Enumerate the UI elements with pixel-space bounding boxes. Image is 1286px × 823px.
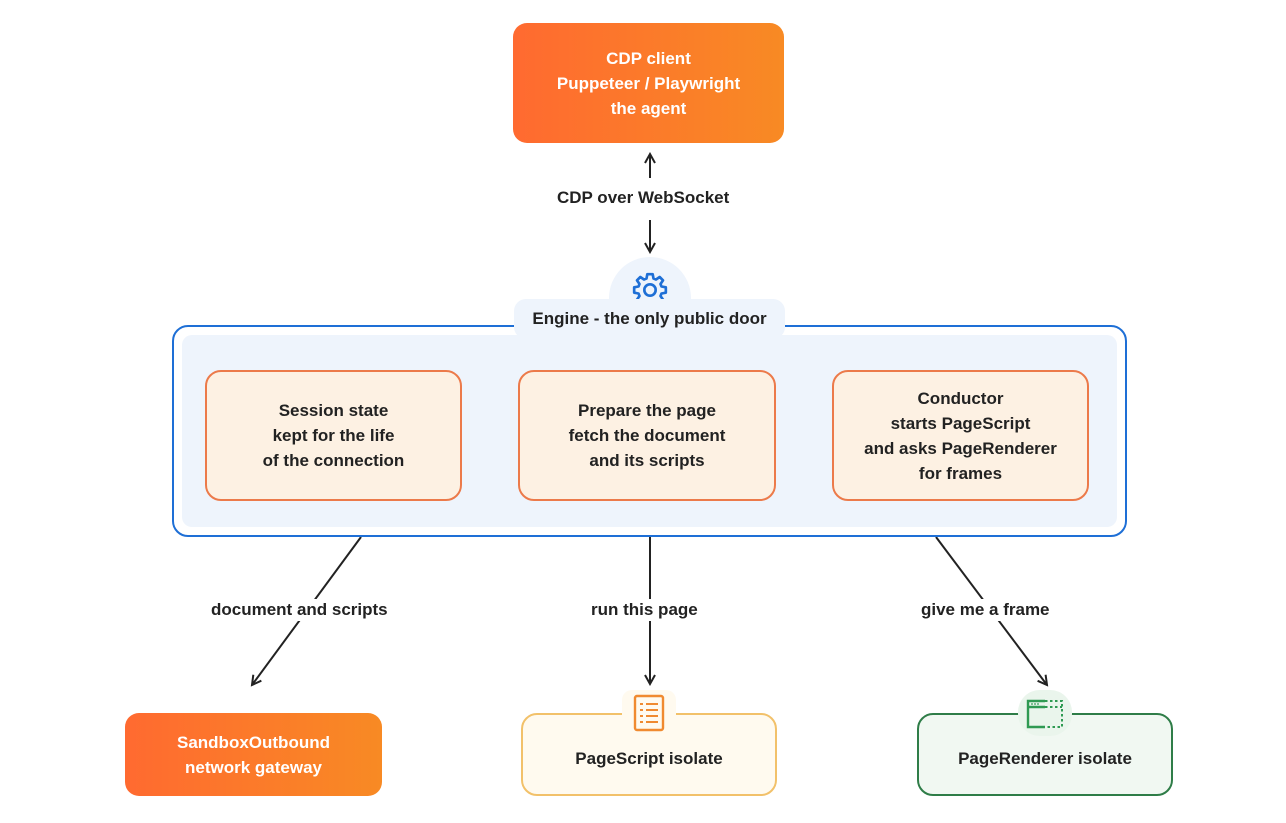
sandbox-outbound-node: SandboxOutbound network gateway	[125, 713, 382, 796]
engine-title-tab: Engine - the only public door	[514, 299, 785, 339]
conductor-line-1: Conductor	[917, 388, 1004, 408]
pagerenderer-isolate-label: PageRenderer isolate	[958, 749, 1132, 768]
cdp-client-node: CDP client Puppeteer / Playwright the ag…	[513, 23, 784, 143]
sandbox-outbound-line-1: SandboxOutbound	[177, 732, 330, 752]
sandbox-outbound-line-2: network gateway	[185, 757, 322, 777]
pagerenderer-icon-badge	[1018, 690, 1072, 736]
document-list-icon	[633, 694, 665, 732]
conductor-step: Conductor starts PageScript and asks Pag…	[832, 370, 1089, 501]
session-state-line-2: kept for the life	[272, 426, 395, 445]
browser-window-icon	[1026, 699, 1063, 729]
edge-label-give-frame: give me a frame	[917, 599, 1054, 621]
edge-label-document-scripts: document and scripts	[207, 599, 392, 621]
pagescript-isolate-label: PageScript isolate	[575, 749, 723, 768]
cdp-client-line-2: Puppeteer / Playwright	[556, 73, 741, 93]
prepare-page-step: Prepare the page fetch the document and …	[518, 370, 776, 501]
session-state-step: Session state kept for the life of the c…	[205, 370, 462, 501]
session-state-line-1: Session state	[278, 401, 389, 420]
edge-label-run-page: run this page	[587, 599, 702, 621]
prepare-page-line-1: Prepare the page	[578, 401, 716, 420]
conductor-line-2: starts PageScript	[890, 413, 1031, 433]
cdp-link-label: CDP over WebSocket	[553, 187, 734, 209]
engine-title: Engine - the only public door	[532, 309, 767, 328]
prepare-page-line-3: and its scripts	[589, 451, 705, 470]
conductor-line-4: for frames	[918, 463, 1003, 483]
prepare-page-line-2: fetch the document	[568, 426, 726, 445]
conductor-line-3: and asks PageRenderer	[864, 438, 1057, 458]
cdp-client-line-1: CDP client	[606, 48, 691, 68]
pagescript-icon-badge	[622, 690, 676, 736]
cdp-client-line-3: the agent	[610, 98, 687, 118]
session-state-line-3: of the connection	[262, 451, 405, 470]
